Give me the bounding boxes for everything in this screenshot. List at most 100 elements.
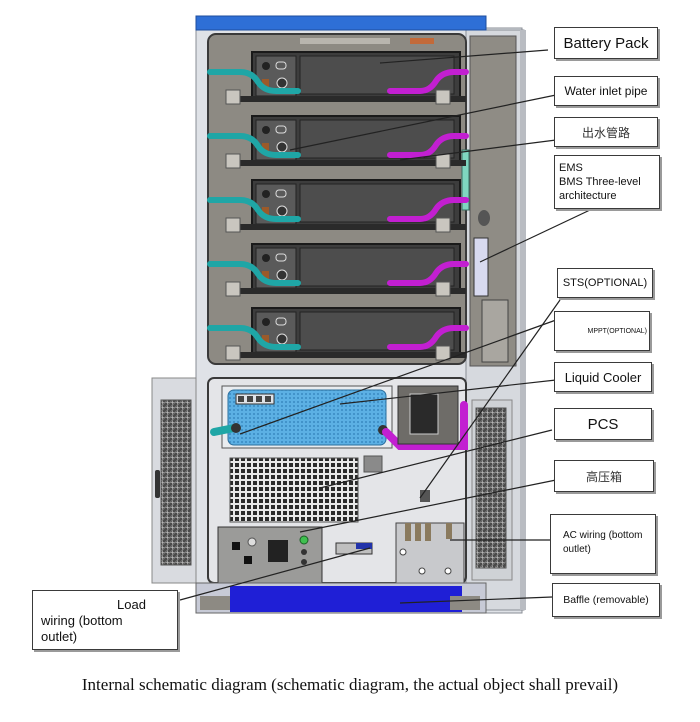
terminal-icon [262,62,270,70]
leader-battery-pack [379,49,549,64]
label-mppt: MPPT(OPTIONAL) [554,311,650,351]
label-baffle: Baffle (removable) [552,583,660,617]
connector-icon [275,189,287,198]
label-text: Water inlet pipe [564,84,648,98]
terminal-icon [262,190,270,198]
diagram-caption: Internal schematic diagram (schematic di… [81,675,619,694]
mounting-bracket [225,89,241,105]
water-outlet-pipe [387,69,469,94]
terminal-icon [262,318,270,326]
control-panel [217,526,373,584]
battery-pack [207,307,469,361]
battery-rail [226,160,466,166]
leader-ems [479,209,591,263]
label-battery-pack: Battery Pack [554,27,658,59]
label-text: Battery Pack [563,34,649,52]
connector-icon [275,61,287,70]
label-text: PCS [587,415,619,433]
label-text: STS(OPTIONAL) [562,277,648,289]
right-side-grill [471,399,513,581]
leader-load-wiring [179,547,371,601]
label-line: wiring (bottom [41,613,123,628]
label-line: EMS [559,162,583,174]
label-ems-bms: EMS BMS Three-level architecture [554,155,660,209]
label-liquid-cooler: Liquid Cooler [554,362,652,392]
label-load-wiring: Load wiring (bottom outlet) [32,590,178,650]
leader-mppt [239,319,557,435]
water-inlet-pipe [207,197,301,222]
leader-pcs [319,429,553,489]
mounting-bracket [225,217,241,233]
mounting-bracket [225,281,241,297]
water-outlet-pipe [387,133,469,158]
label-text: MPPT(OPTIONAL) [587,327,647,335]
battery-pack [207,179,469,233]
liquid-cooler-unit [210,385,468,450]
mounting-bracket [225,345,241,361]
mounting-bracket [225,153,241,169]
terminal-icon [262,207,269,215]
label-text: 高压箱 [585,469,622,484]
label-text: Liquid Cooler [564,369,642,385]
leader-lines [179,49,591,604]
terminal-icon [262,254,270,262]
label-pcs: PCS [554,408,652,440]
water-outlet-pipe [387,261,469,286]
connector-icon [275,253,287,262]
leader-outlet-pipe [399,139,557,161]
pcs-grill [229,457,359,523]
leader-water-inlet [289,94,557,151]
battery-rail [226,288,466,294]
connector-icon [276,333,288,345]
water-inlet-pipe [207,69,301,94]
label-high-voltage-box: 高压箱 [554,460,654,492]
leader-hv-box [299,479,557,533]
label-line: outlet) [563,544,591,555]
water-inlet-pipe [207,325,301,350]
battery-pack-stack [207,51,469,361]
battery-rail [226,224,466,230]
label-line: outlet) [41,629,78,644]
battery-rail [226,352,466,358]
connector-icon [276,269,288,281]
label-ac-wiring: AC wiring (bottom outlet) [550,514,656,574]
mounting-bracket [435,281,451,297]
terminal-icon [262,271,269,279]
leader-sts [419,299,561,499]
cabinet-base [195,582,487,614]
label-sts: STS(OPTIONAL) [557,268,653,298]
connector-icon [275,125,287,134]
battery-pack [207,243,469,297]
label-line: architecture [559,190,617,202]
label-text: Baffle (removable) [563,594,649,606]
battery-pack [207,51,469,105]
label-text: 出水管路 [581,125,630,140]
connector-icon [276,141,288,153]
battery-pack [207,115,469,169]
high-voltage-box-unit [395,522,465,584]
label-line: AC wiring (bottom [563,530,643,541]
terminal-icon [262,79,269,87]
terminal-icon [262,335,269,343]
mounting-bracket [435,153,451,169]
mounting-bracket [435,217,451,233]
label-water-inlet-pipe: Water inlet pipe [554,76,658,106]
cabinet-roof [195,15,487,31]
terminal-icon [262,143,269,151]
label-line: Load [117,597,146,612]
connector-icon [276,205,288,217]
label-water-outlet-pipe: 出水管路 [554,117,658,147]
mounting-bracket [435,345,451,361]
water-inlet-pipe [207,133,301,158]
left-side-grill [151,377,197,584]
leader-baffle [399,596,553,604]
door-strip [461,35,517,367]
water-outlet-pipe [387,325,469,350]
label-line: BMS Three-level [559,176,641,188]
connector-icon [275,317,287,326]
mounting-bracket [435,89,451,105]
leader-liquid-cooler [339,379,557,405]
water-inlet-pipe [207,261,301,286]
water-outlet-pipe [387,197,469,222]
